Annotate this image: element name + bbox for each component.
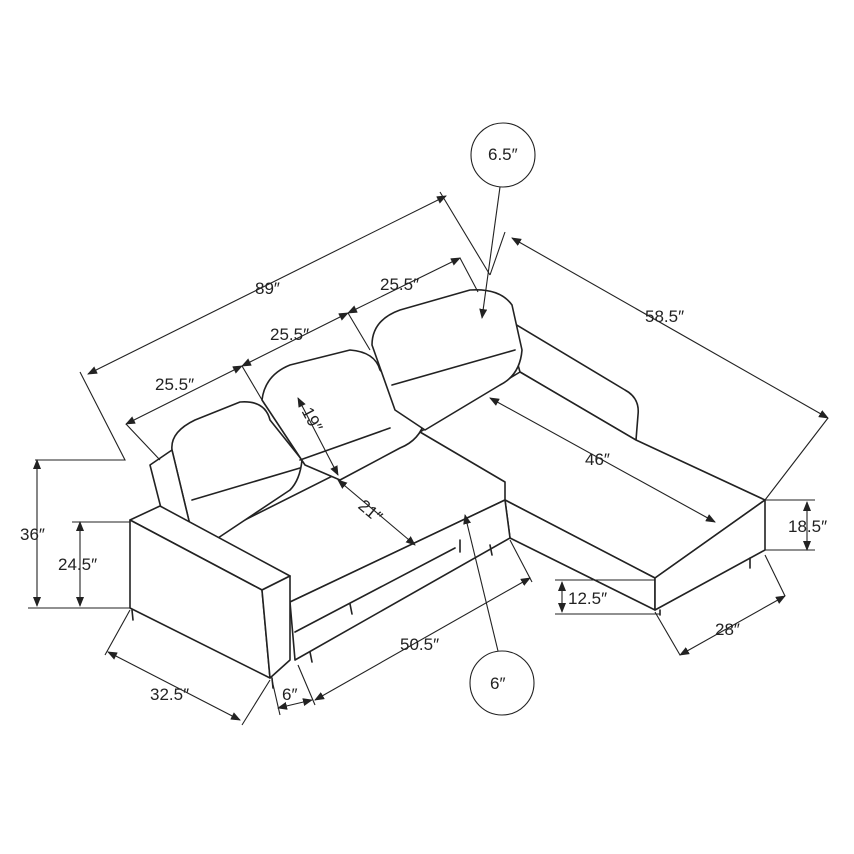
label-chaise-width: 28″	[715, 620, 740, 639]
label-back-cushion-3: 25.5″	[380, 275, 419, 294]
label-back-cushion-2: 25.5″	[270, 325, 309, 344]
label-callout-6: 6″	[490, 674, 505, 693]
label-arm-width: 6″	[282, 685, 297, 704]
dimension-lines	[28, 122, 829, 726]
label-callout-6-5: 6.5″	[488, 145, 518, 164]
label-back-cushion-1: 25.5″	[155, 375, 194, 394]
label-chaise-height: 18.5″	[788, 517, 827, 536]
label-chaise-seat-length: 46″	[585, 450, 610, 469]
label-overall-depth: 32.5″	[150, 685, 189, 704]
label-leg-clearance: 12.5″	[568, 589, 607, 608]
label-overall-height: 36″	[20, 525, 45, 544]
label-seat-width: 50.5″	[400, 635, 439, 654]
callout-circle-6-5	[470, 122, 536, 188]
label-overall-width: 89″	[255, 279, 280, 298]
label-chaise-length: 58.5″	[645, 307, 684, 326]
left-arm-side	[261, 575, 291, 679]
seat-legs	[309, 544, 493, 663]
label-arm-height: 24.5″	[58, 555, 97, 574]
sofa-drawing	[129, 288, 766, 689]
back-cushion-left	[171, 401, 303, 541]
